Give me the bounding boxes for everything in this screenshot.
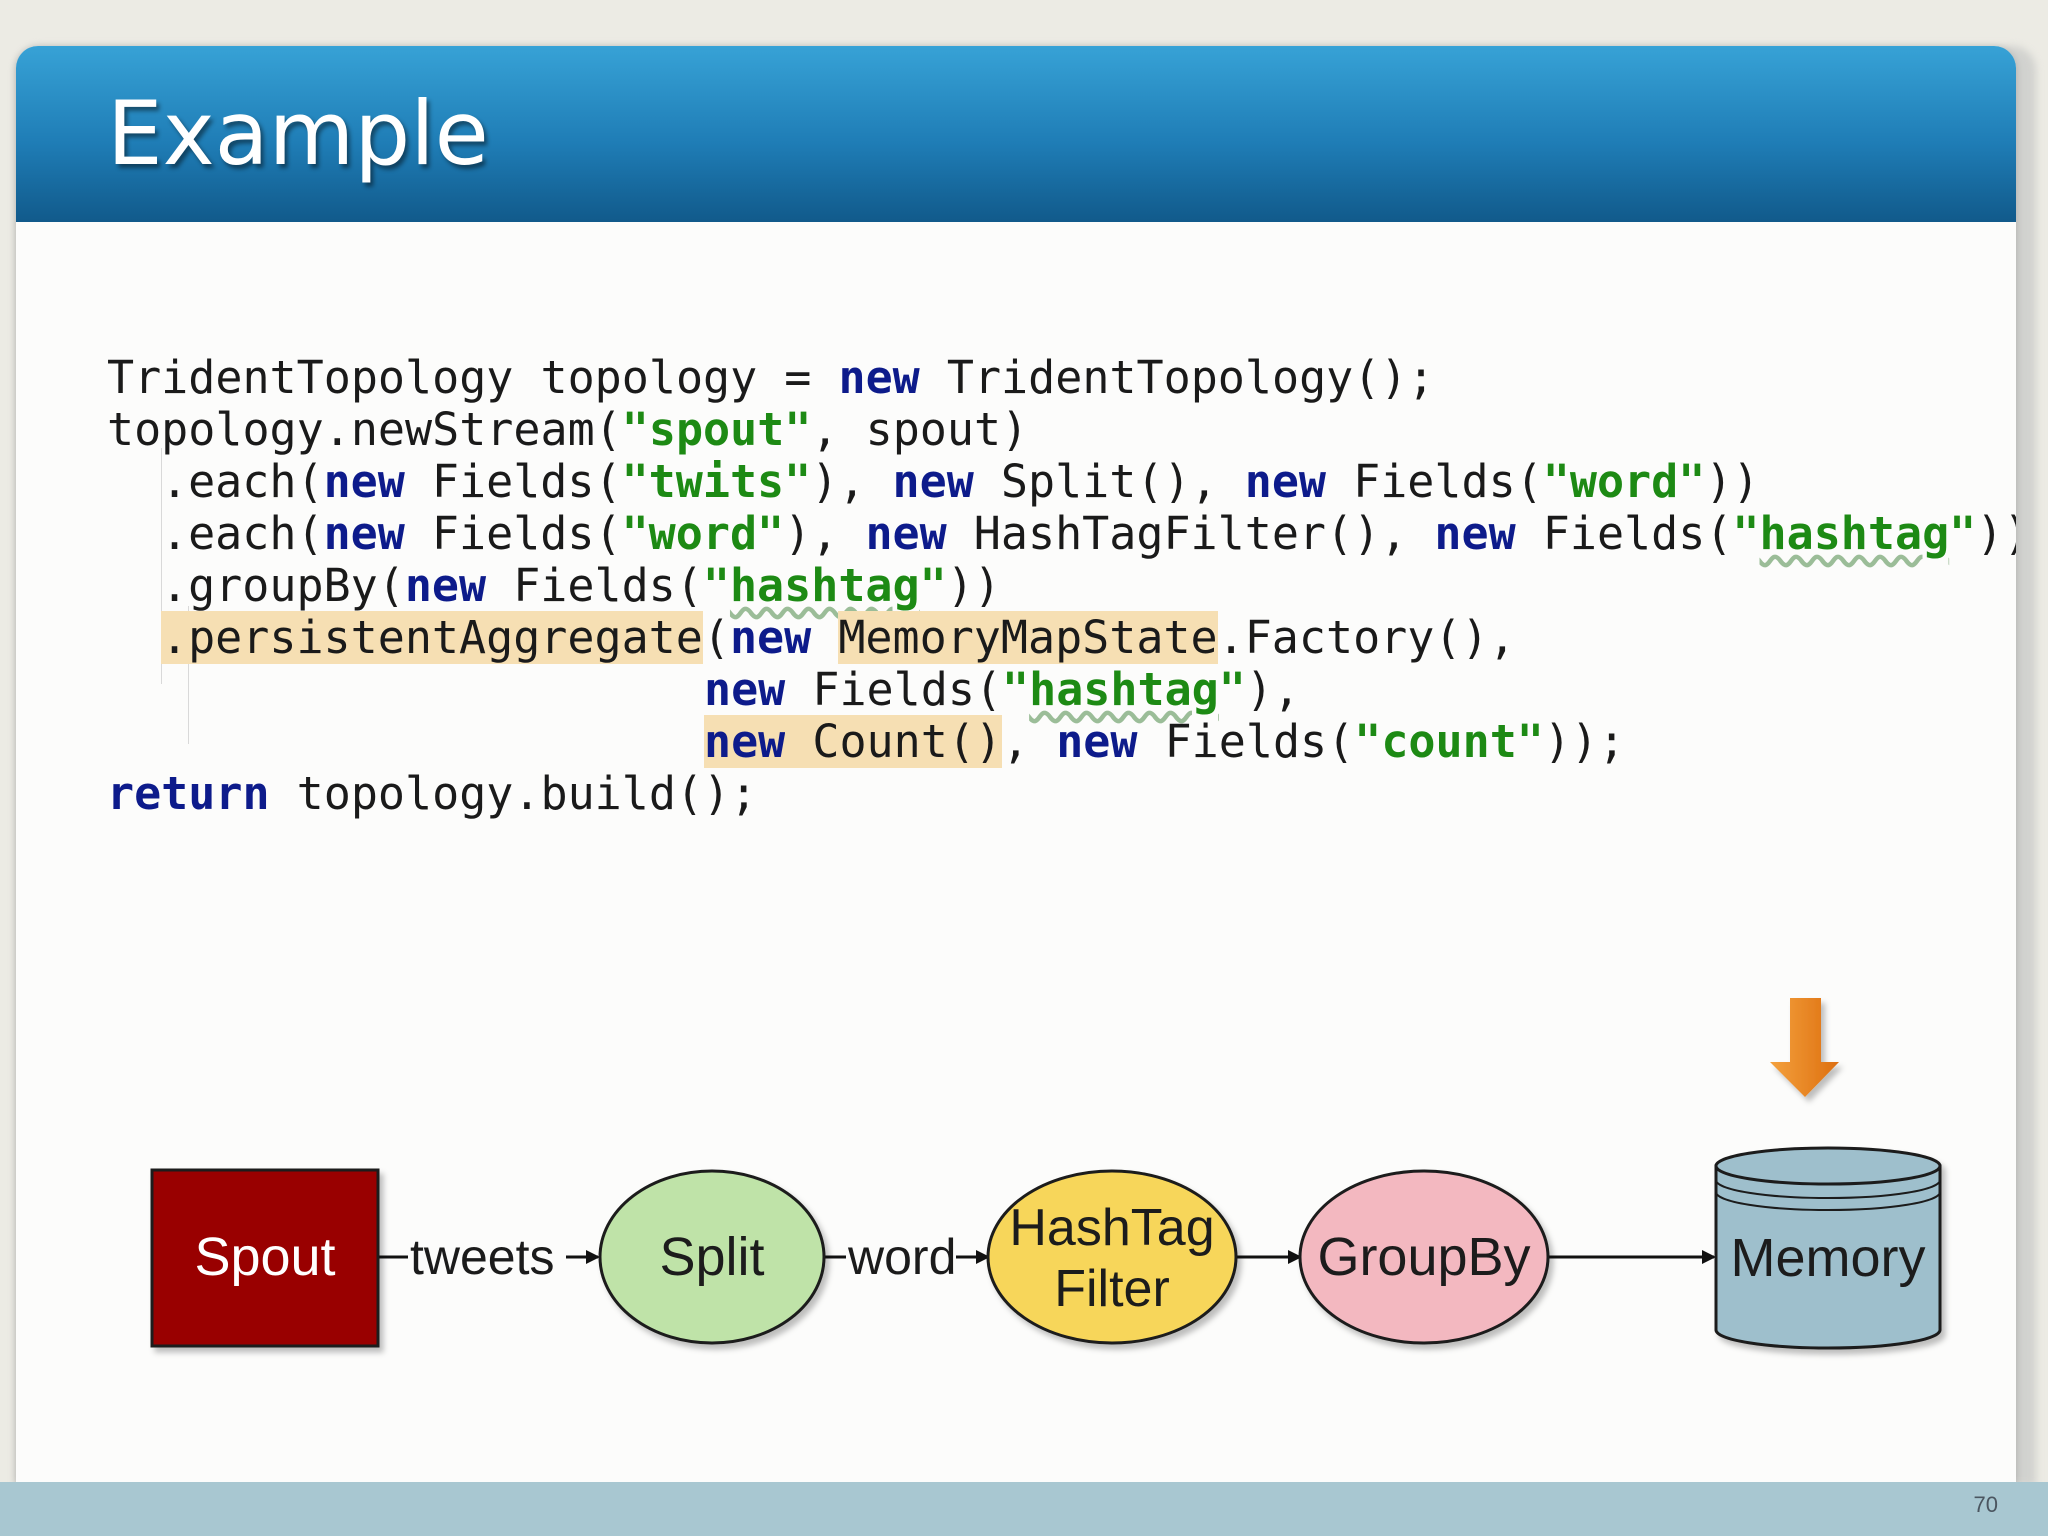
code-keyword: new bbox=[1434, 507, 1516, 560]
code-keyword: new bbox=[704, 663, 786, 716]
code-string: "word" bbox=[1542, 455, 1706, 508]
code-string: " bbox=[1218, 663, 1246, 716]
code-line-6: .persistentAggregate(new MemoryMapState.… bbox=[161, 611, 1516, 664]
code-keyword: new bbox=[1056, 715, 1138, 768]
code-keyword: new bbox=[323, 507, 405, 560]
code-text: ( bbox=[702, 611, 730, 664]
page-number: 70 bbox=[1973, 1492, 1998, 1517]
code-text: ), bbox=[1245, 663, 1301, 716]
code-text: )) bbox=[1976, 507, 2016, 560]
footer-band bbox=[0, 1482, 2048, 1536]
code-text: .each( bbox=[161, 455, 324, 508]
code-string: " bbox=[702, 559, 730, 612]
code-string: " bbox=[1002, 663, 1030, 716]
code-string: "count" bbox=[1354, 715, 1544, 768]
code-block: TridentTopology topology = new TridentTo… bbox=[107, 352, 2016, 822]
code-text: Fields( bbox=[785, 663, 1003, 716]
code-line-9: return topology.build(); bbox=[107, 768, 757, 820]
code-line-7: new Fields("hashtag"), bbox=[704, 664, 1300, 716]
code-line-3: .each(new Fields("twits"), new Split(), … bbox=[161, 456, 1760, 508]
code-text: )); bbox=[1543, 715, 1626, 768]
indent-guide bbox=[188, 606, 189, 744]
code-text: Fields( bbox=[1515, 507, 1733, 560]
code-text: .groupBy( bbox=[161, 559, 405, 612]
code-string: " bbox=[1949, 507, 1977, 560]
code-text: HashTagFilter(), bbox=[946, 507, 1435, 560]
code-keyword: new bbox=[404, 559, 487, 612]
code-keyword: new bbox=[704, 715, 786, 768]
code-text: .Factory(), bbox=[1217, 611, 1516, 664]
code-text: topology.newStream( bbox=[107, 403, 622, 456]
code-text: Fields( bbox=[1326, 455, 1543, 508]
code-keyword: new bbox=[729, 611, 812, 664]
code-text: , bbox=[1002, 715, 1057, 768]
code-keyword: new bbox=[892, 455, 974, 508]
code-text: , spout) bbox=[811, 403, 1029, 456]
code-keyword: new bbox=[1244, 455, 1327, 508]
code-string: "twits" bbox=[621, 455, 812, 508]
code-string: "spout" bbox=[621, 403, 812, 456]
code-string: hashtag bbox=[729, 559, 920, 612]
code-text: Fields( bbox=[404, 455, 622, 508]
slide: Example TridentTopology topology = new T… bbox=[16, 46, 2016, 1482]
code-highlight: MemoryMapState bbox=[838, 611, 1218, 664]
code-text: Fields( bbox=[404, 507, 622, 560]
title-bar: Example bbox=[16, 46, 2016, 222]
code-line-5: .groupBy(new Fields("hashtag")) bbox=[161, 560, 1001, 612]
code-keyword: new bbox=[865, 507, 947, 560]
code-keyword: new bbox=[838, 351, 920, 404]
code-line-4: .each(new Fields("word"), new HashTagFil… bbox=[161, 508, 2016, 560]
code-line-8: new Count(), new Fields("count")); bbox=[704, 715, 1626, 768]
slide-title: Example bbox=[107, 82, 489, 185]
code-text: .each( bbox=[161, 507, 324, 560]
code-string: hashtag bbox=[1029, 663, 1219, 716]
code-text: ), bbox=[784, 507, 866, 560]
code-highlight: Count() bbox=[785, 715, 1003, 768]
code-text: ), bbox=[811, 455, 893, 508]
code-text: Fields( bbox=[1137, 715, 1355, 768]
code-text: Fields( bbox=[486, 559, 703, 612]
code-string: " bbox=[1732, 507, 1760, 560]
code-text: )) bbox=[946, 559, 1001, 612]
code-line-1: TridentTopology topology = new TridentTo… bbox=[107, 352, 1435, 404]
code-text: )) bbox=[1705, 455, 1760, 508]
code-line-2: topology.newStream("spout", spout) bbox=[107, 404, 1028, 456]
code-text bbox=[811, 611, 838, 664]
code-text: TridentTopology topology = bbox=[107, 351, 839, 404]
code-text: TridentTopology(); bbox=[919, 351, 1435, 404]
indent-guide bbox=[161, 448, 162, 684]
code-string: "word" bbox=[621, 507, 785, 560]
code-keyword: new bbox=[323, 455, 405, 508]
code-keyword: return bbox=[107, 767, 270, 820]
code-highlight: .persistentAggregate bbox=[161, 611, 703, 664]
code-string: hashtag bbox=[1759, 507, 1950, 560]
code-string: " bbox=[919, 559, 947, 612]
code-text: Split(), bbox=[973, 455, 1245, 508]
code-text: topology.build(); bbox=[269, 767, 758, 820]
